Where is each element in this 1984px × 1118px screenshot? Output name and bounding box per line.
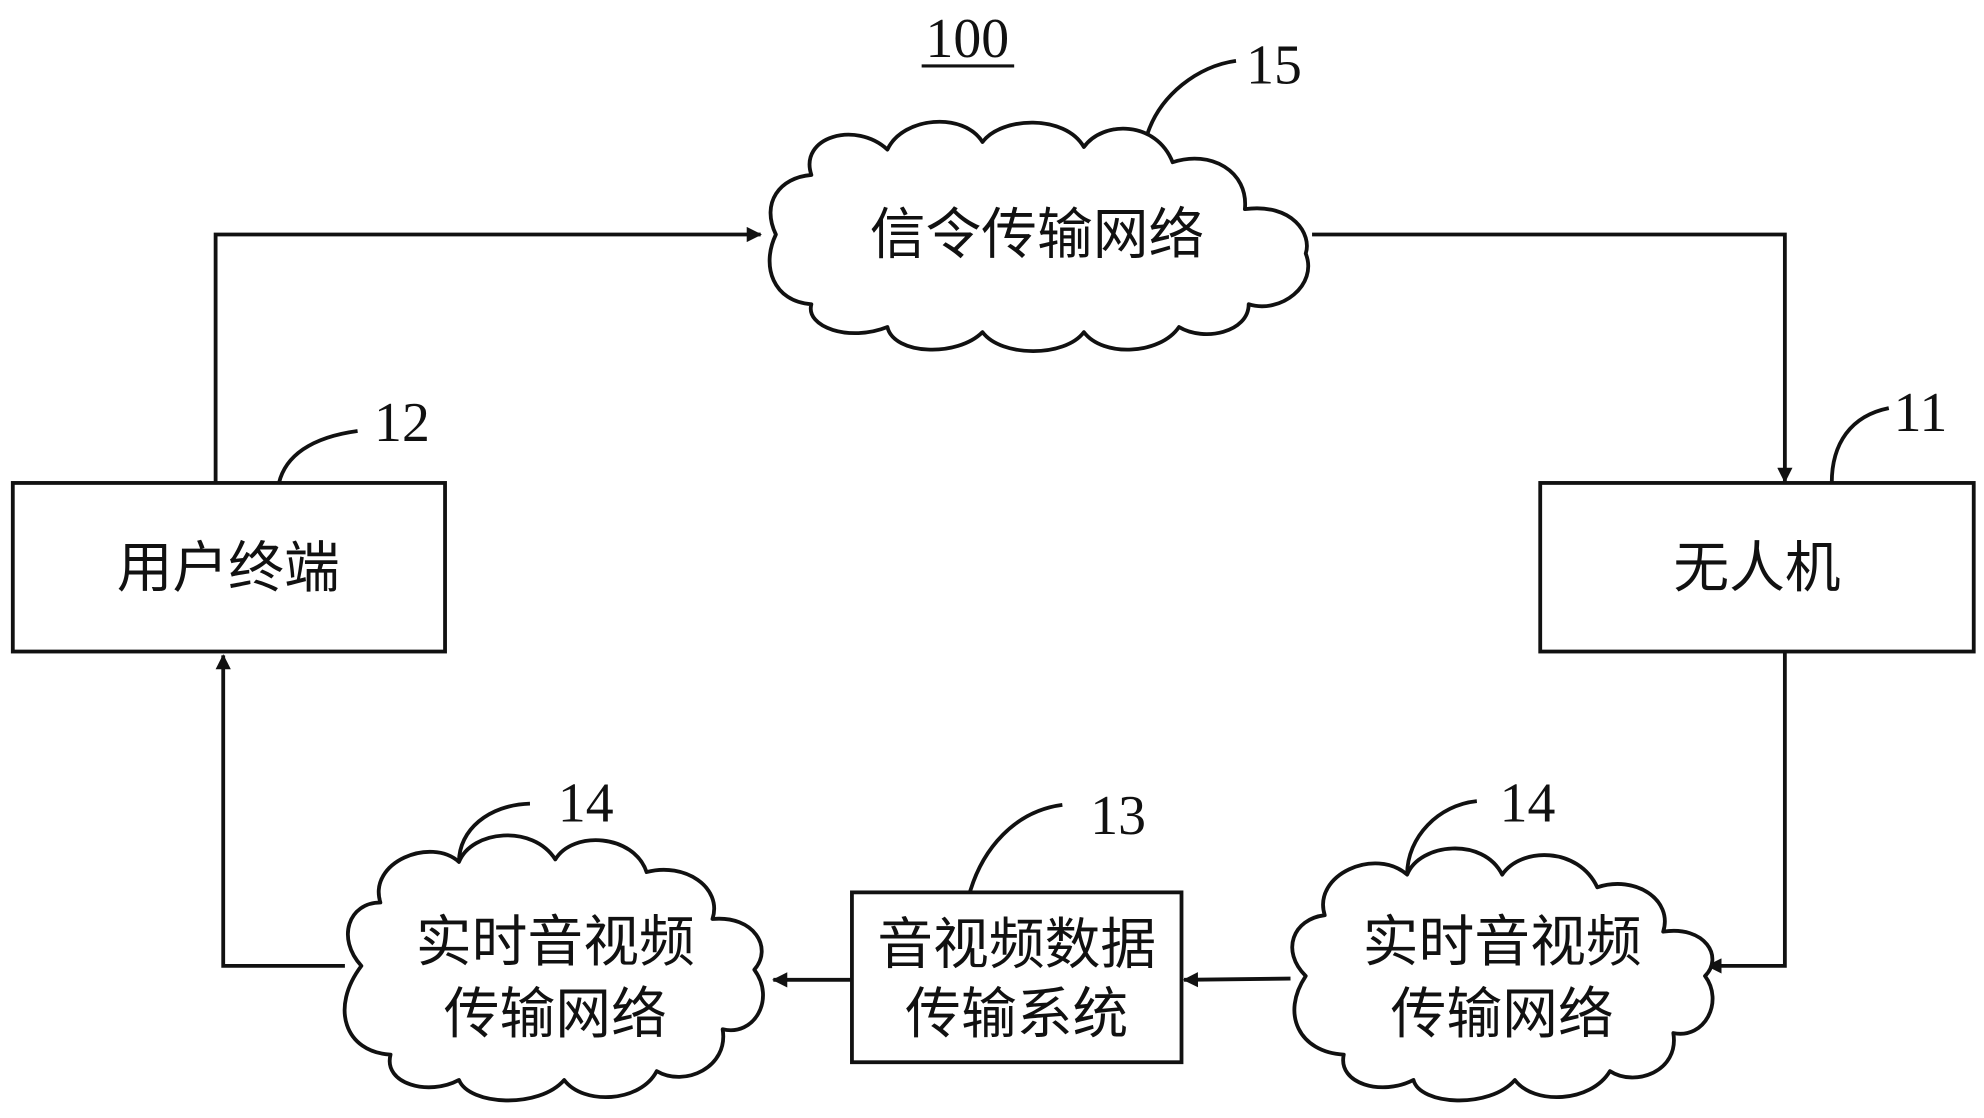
rt-network-right-line1: 实时音视频 (1363, 910, 1642, 975)
rt-network-left-line1: 实时音视频 (416, 910, 695, 975)
av-system-line1: 音视频数据 (877, 912, 1156, 977)
signaling-network-cloud: 信令传输网络 15 (767, 35, 1310, 354)
ref-number-12: 12 (374, 392, 430, 454)
ref-number-14-right: 14 (1500, 772, 1556, 834)
user-terminal-node: 用户终端 12 (10, 392, 447, 654)
signaling-network-label: 信令传输网络 (870, 203, 1205, 268)
edge-drone-to-rt-right (1706, 652, 1787, 974)
edge-user-to-signaling (213, 226, 762, 483)
leader-line-14-left (457, 801, 531, 863)
av-system-line2: 传输系统 (905, 982, 1128, 1047)
rt-network-left-line2: 传输网络 (444, 982, 667, 1047)
leader-line-15 (1145, 58, 1237, 135)
ref-number-14-left: 14 (558, 772, 614, 834)
leader-line-13 (967, 803, 1063, 893)
rt-network-right-cloud: 实时音视频 传输网络 14 (1290, 772, 1715, 1103)
edge-signaling-to-drone (1312, 232, 1793, 483)
leader-line-11 (1829, 406, 1890, 483)
figure-number: 100 (925, 8, 1009, 70)
av-system-node: 音视频数据 传输系统 13 (850, 785, 1184, 1065)
user-terminal-box (10, 481, 447, 654)
edge-rt-right-to-av-system (1182, 972, 1291, 988)
user-terminal-label: 用户终端 (117, 536, 340, 601)
drone-node: 无人机 11 (1538, 382, 1976, 654)
drone-label: 无人机 (1673, 536, 1840, 601)
rt-network-right-line2: 传输网络 (1391, 982, 1614, 1047)
rt-network-left-cloud: 实时音视频 传输网络 14 (342, 772, 765, 1103)
ref-number-13: 13 (1090, 785, 1146, 847)
drone-box (1538, 481, 1976, 654)
av-system-box (850, 890, 1184, 1065)
cloud-shape (767, 119, 1310, 354)
ref-number-11: 11 (1894, 382, 1948, 444)
leader-line-14-right (1405, 799, 1478, 875)
connectors (213, 226, 1793, 988)
leader-line-12 (277, 429, 358, 484)
edge-rt-left-to-user (215, 654, 345, 968)
ref-number-15: 15 (1246, 35, 1302, 97)
figure-label: 100 (921, 8, 1015, 70)
